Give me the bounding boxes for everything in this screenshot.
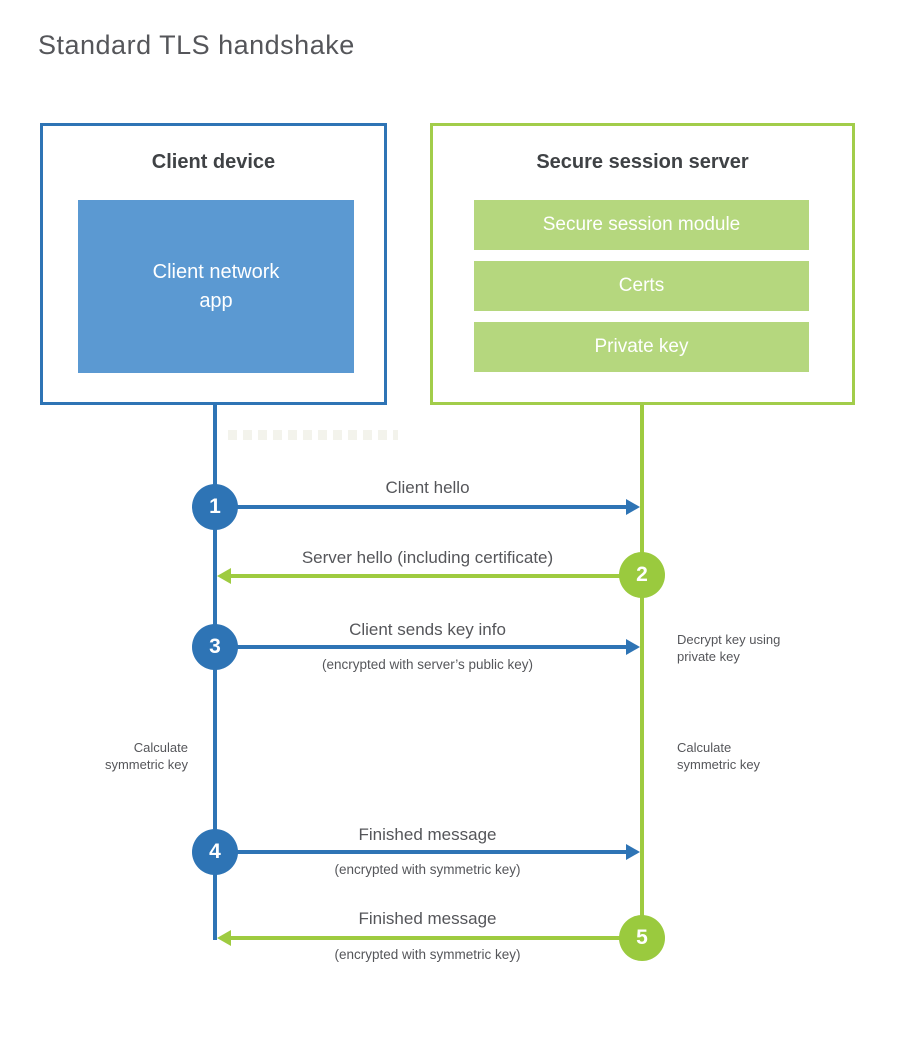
- step5-arrowhead-icon: [217, 930, 231, 946]
- server-lifeline: [640, 405, 644, 938]
- server-module-bar: Secure session module: [474, 200, 809, 250]
- step2-arrow: [229, 574, 642, 578]
- note-decrypt-key: Decrypt key using private key: [677, 632, 781, 664]
- client-network-app-box: Client network app: [78, 200, 354, 373]
- step4-circle: 4: [192, 829, 238, 875]
- faint-dashed-line: [228, 430, 398, 440]
- note-calc-symmetric-right: Calculate symmetric key: [677, 740, 761, 772]
- step2-label: Server hello (including certificate): [301, 548, 554, 567]
- step5-label: Finished message: [358, 909, 497, 928]
- step4-arrowhead-icon: [626, 844, 640, 860]
- step3-circle: 3: [192, 624, 238, 670]
- step2-circle: 2: [619, 552, 665, 598]
- step3-sublabel: (encrypted with server’s public key): [321, 657, 534, 672]
- note-calc-symmetric-left: Calculate symmetric key: [104, 740, 188, 772]
- step1-circle: 1: [192, 484, 238, 530]
- step2-arrowhead-icon: [217, 568, 231, 584]
- step5-circle: 5: [619, 915, 665, 961]
- step5-arrow: [229, 936, 642, 940]
- step1-arrowhead-icon: [626, 499, 640, 515]
- server-modules-list: Secure session module Certs Private key: [474, 200, 809, 372]
- step3-arrowhead-icon: [626, 639, 640, 655]
- server-module-bar: Certs: [474, 261, 809, 311]
- step3-arrow: [215, 645, 627, 649]
- server-module-bar: Private key: [474, 322, 809, 372]
- step1-arrow: [215, 505, 627, 509]
- secure-session-server-heading: Secure session server: [536, 151, 749, 173]
- step5-sublabel: (encrypted with symmetric key): [334, 947, 521, 962]
- step1-label: Client hello: [385, 478, 470, 497]
- client-device-box: Client device Client network app: [40, 123, 387, 405]
- client-lifeline: [213, 405, 217, 940]
- page-title: Standard TLS handshake: [38, 30, 355, 60]
- step4-sublabel: (encrypted with symmetric key): [334, 862, 521, 877]
- step4-label: Finished message: [358, 825, 497, 844]
- client-device-heading: Client device: [151, 151, 276, 173]
- step4-arrow: [215, 850, 627, 854]
- secure-session-server-box: Secure session server Secure session mod…: [430, 123, 855, 405]
- step3-label: Client sends key info: [349, 620, 506, 639]
